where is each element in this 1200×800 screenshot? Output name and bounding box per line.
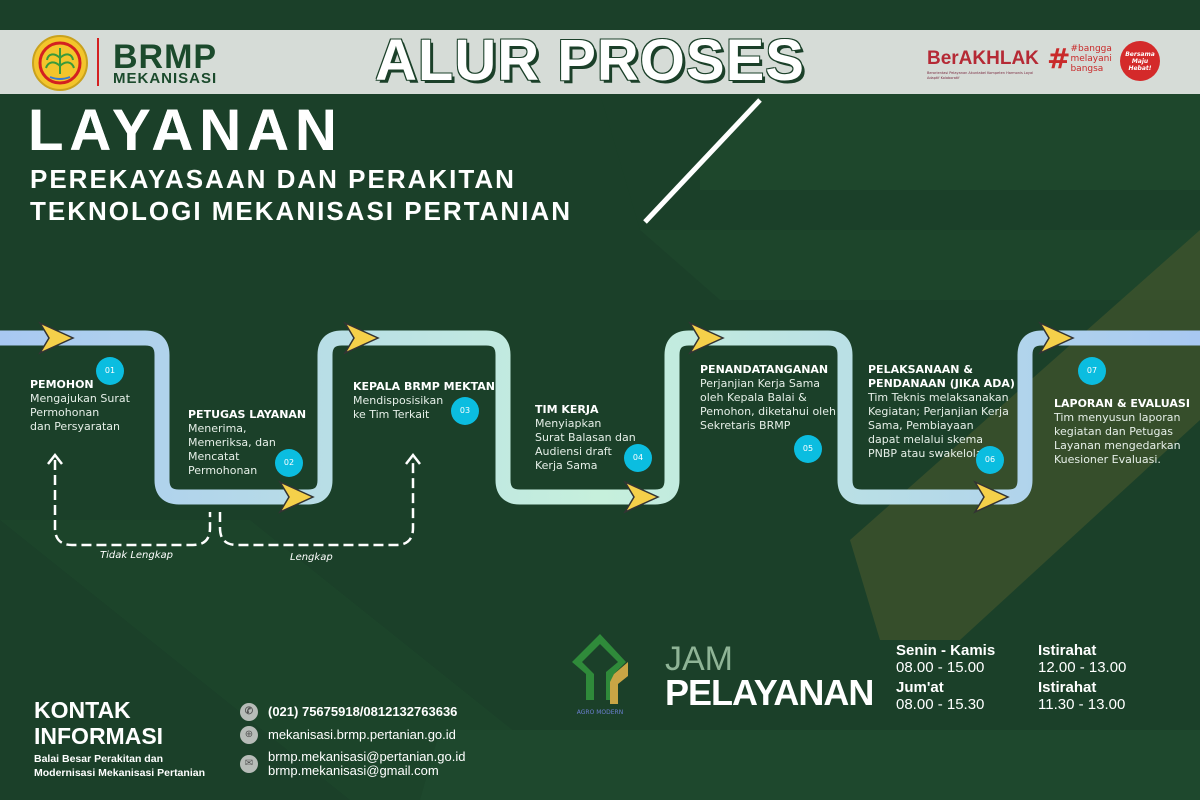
- arrow-up-icon: [405, 452, 421, 465]
- contact-website[interactable]: ⊕mekanisasi.brmp.pertanian.go.id: [240, 726, 456, 744]
- step-description-line: Mendisposisikan: [353, 394, 444, 407]
- kementan-logo: [32, 35, 88, 91]
- arrow-up-icon: [47, 452, 63, 465]
- bersama-maju-logo: Bersama Maju Hebat!: [1120, 41, 1160, 81]
- step-description-line: Tim Teknis melaksanakan: [868, 391, 1009, 404]
- step-06: PELAKSANAAN & PENDANAAN (JIKA ADA)Tim Te…: [868, 363, 1018, 461]
- chevron-right-icon: [343, 321, 380, 355]
- agro-modern-logo: AGRO MODERN: [572, 634, 628, 716]
- step-number-badge: 05: [794, 435, 822, 463]
- flow-label-lengkap: Lengkap: [290, 552, 333, 563]
- step-description-line: Mengajukan Surat: [30, 392, 130, 405]
- flow-label-tidak-lengkap: Tidak Lengkap: [100, 550, 174, 561]
- step-description-line: dan Persyaratan: [30, 420, 120, 433]
- chevron-right-icon: [688, 321, 725, 355]
- step-number-badge: 02: [275, 449, 303, 477]
- dashed-return-lines: [53, 458, 415, 547]
- step-description-line: Tim menyusun laporan: [1054, 411, 1181, 424]
- mail-icon: ✉: [240, 755, 258, 773]
- step-description-line: Permohonan: [30, 406, 100, 419]
- chevron-right-icon: [38, 321, 75, 355]
- step-description-line: Kerja Sama: [535, 459, 598, 472]
- step-description-line: Layanan mengedarkan: [1054, 439, 1181, 452]
- bangga-melayani-logo: # #bangga melayani bangsa: [1047, 42, 1112, 75]
- step-title: KEPALA BRMP MEKTAN: [353, 380, 496, 393]
- chevron-right-icon: [1038, 321, 1075, 355]
- brand-name: BRMP: [113, 38, 218, 76]
- chevron-right-icon: [973, 480, 1010, 514]
- step-description-line: Memeriksa, dan: [188, 436, 276, 449]
- step-number-badge: 01: [96, 357, 124, 385]
- berakhlak-tagline: Berorientasi Pelayanan Akuntabel Kompete…: [927, 71, 1034, 80]
- step-description-line: Permohonan: [188, 464, 258, 477]
- brand-divider: [97, 38, 99, 86]
- contact-phone: ✆(021) 75675918/0812132763636: [240, 703, 457, 721]
- step-description-line: Pemohon, diketahui oleh: [700, 405, 836, 418]
- hours-title-line1: JAM: [665, 640, 733, 678]
- chevron-right-icon: [623, 480, 660, 514]
- step-number-badge: 04: [624, 444, 652, 472]
- phone-icon: ✆: [240, 703, 258, 721]
- step-description-line: Perjanjian Kerja Sama: [700, 377, 821, 390]
- step-title: LAPORAN & EVALUASI: [1054, 397, 1190, 410]
- header-band: [0, 30, 1200, 94]
- chevron-right-icon: [278, 480, 315, 514]
- step-description-line: kegiatan dan Petugas: [1054, 425, 1173, 438]
- step-title: PEMOHON: [30, 378, 94, 391]
- step-description-line: Menyiapkan: [535, 417, 602, 430]
- step-description-line: Surat Balasan dan: [535, 431, 636, 444]
- step-description-line: Sekretaris BRMP: [700, 419, 791, 432]
- step-description-line: dapat melalui skema: [868, 433, 984, 446]
- step-number-badge: 06: [976, 446, 1004, 474]
- hours-title-line2: PELAYANAN: [665, 672, 874, 713]
- heading-line2: TEKNOLOGI MEKANISASI PERTANIAN: [30, 196, 572, 226]
- heading-line1: PEREKAYASAAN DAN PERAKITAN: [30, 164, 516, 194]
- brand-subtitle: MEKANISASI: [113, 70, 218, 87]
- step-description-line: oleh Kepala Balai &: [700, 391, 807, 404]
- heading-main: LAYANAN: [28, 98, 343, 163]
- berakhlak-logo: BerAKHLAK: [927, 48, 1039, 69]
- step-description-line: PNBP atau swakelola: [868, 447, 983, 460]
- step-description-line: Sama, Pembiayaan: [868, 419, 974, 432]
- step-number-badge: 03: [451, 397, 479, 425]
- step-description-line: Menerima,: [188, 422, 247, 435]
- step-description-line: Kuesioner Evaluasi.: [1054, 453, 1161, 466]
- slash-decoration: [643, 98, 762, 224]
- step-title: PELAKSANAAN & PENDANAAN (JIKA ADA): [868, 363, 1015, 390]
- step-title: TIM KERJA: [535, 403, 599, 416]
- svg-text:AGRO MODERN: AGRO MODERN: [577, 709, 623, 716]
- step-description-line: ke Tim Terkait: [353, 408, 430, 421]
- step-number-badge: 07: [1078, 357, 1106, 385]
- globe-icon: ⊕: [240, 726, 258, 744]
- page-title: ALUR PROSES: [375, 28, 805, 93]
- step-title: PENANDATANGANAN: [700, 363, 829, 376]
- step-title: PETUGAS LAYANAN: [188, 408, 307, 421]
- step-description-line: Mencatat: [188, 450, 240, 463]
- step-description-line: Audiensi draft: [535, 445, 612, 458]
- step-description-line: Kegiatan; Perjanjian Kerja: [868, 405, 1009, 418]
